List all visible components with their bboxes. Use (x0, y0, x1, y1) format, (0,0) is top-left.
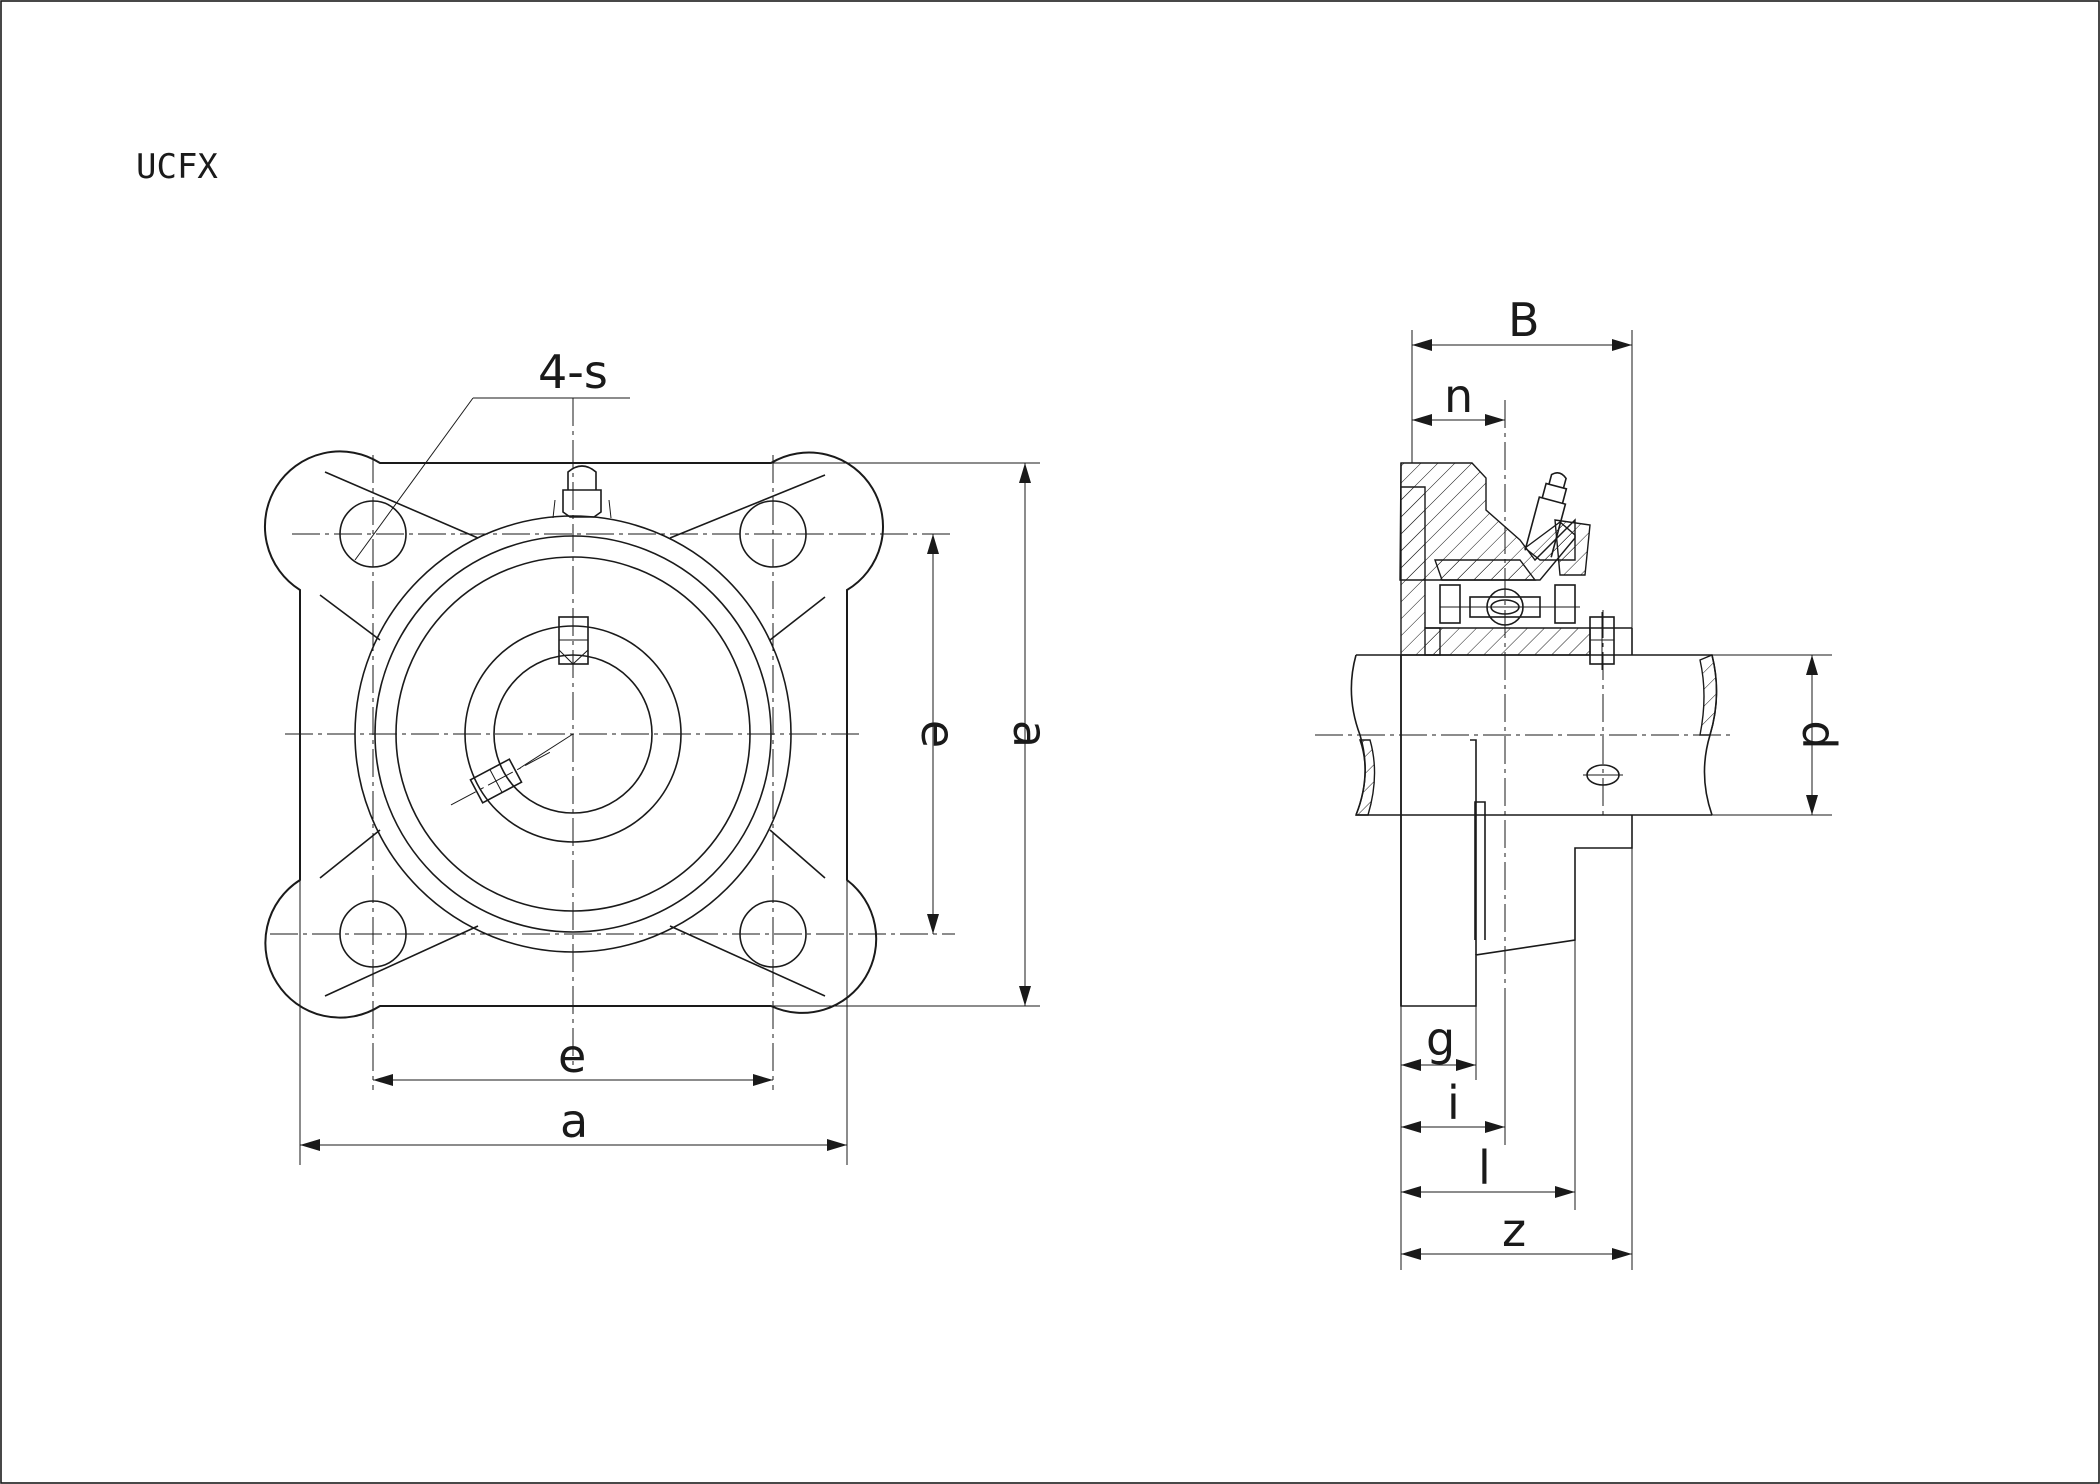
dim-z-label: z (1502, 1203, 1526, 1257)
side-set-screw-icon (1589, 612, 1615, 670)
callout-holes-label: 4-s (538, 345, 608, 399)
drawing-title: UCFX (136, 147, 218, 187)
grease-nipple-icon (552, 465, 612, 519)
side-grease-nipple-icon (1524, 471, 1568, 558)
flange-outline (264, 450, 884, 1019)
dim-e-vertical: e (911, 720, 965, 748)
set-screw-angled-icon (450, 750, 553, 806)
side-view: B n d g i l z (1315, 293, 1846, 1270)
dim-a-vertical: a (1003, 720, 1057, 748)
dim-a-horizontal: a (560, 1094, 588, 1148)
dim-n-label: n (1444, 369, 1473, 423)
dim-i-label: i (1447, 1076, 1460, 1130)
dim-g-label: g (1426, 1012, 1455, 1066)
dim-l-label: l (1478, 1141, 1491, 1195)
dim-e-horizontal: e (558, 1029, 586, 1083)
dim-d-label: d (1792, 720, 1846, 749)
dim-B-label: B (1508, 293, 1540, 347)
front-view: 4-s e a e a (264, 345, 1057, 1165)
